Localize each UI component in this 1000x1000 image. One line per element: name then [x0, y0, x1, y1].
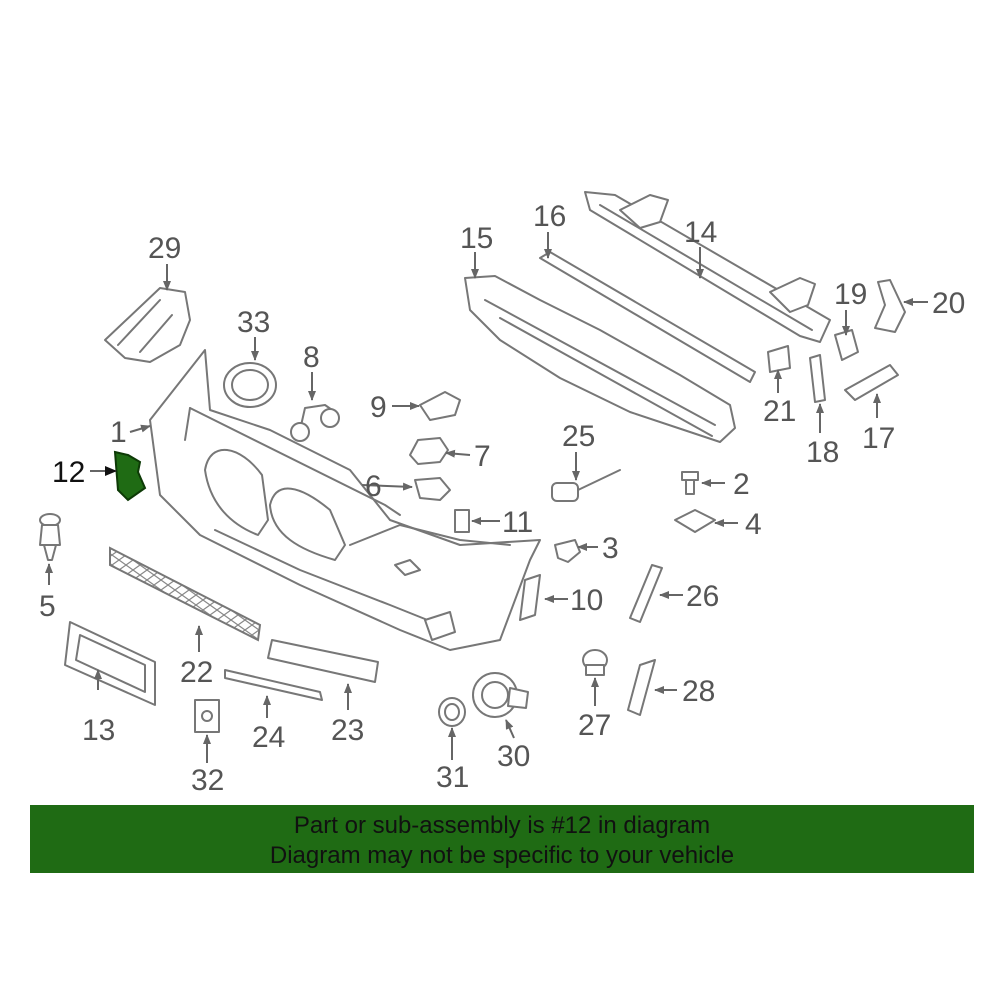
callout-33: 33: [237, 306, 270, 339]
part-14-bumper-carrier: [584, 191, 831, 343]
part-32-plate: [194, 699, 220, 733]
part-5-push-clip: [39, 513, 61, 561]
part-15-energy-absorber: [464, 275, 736, 443]
info-banner: Part or sub-assembly is #12 in diagram D…: [30, 805, 974, 873]
callout-12: 12: [52, 456, 85, 489]
callout-2: 2: [733, 468, 750, 501]
callout-31: 31: [436, 761, 469, 794]
part-22-lower-grille: [109, 546, 262, 642]
callout-17: 17: [862, 422, 895, 455]
callout-3: 3: [602, 532, 619, 565]
callout-8: 8: [303, 341, 320, 374]
callout-29: 29: [148, 232, 181, 265]
part-25-sensor: [551, 469, 621, 502]
part-30-sensor: [472, 672, 529, 718]
parts-diagram: 1 2 3 4 5 6 7 8 9 10 11 12 13 14 15 16 1…: [39, 191, 965, 797]
part-11-clip: [454, 509, 470, 533]
part-24-molding: [224, 669, 323, 701]
callout-23: 23: [331, 714, 364, 747]
part-7-bracket: [409, 437, 449, 465]
banner-part-line: Part or sub-assembly is #12 in diagram: [293, 812, 711, 839]
part-17-trim: [844, 364, 899, 401]
callout-11: 11: [502, 506, 533, 539]
part-2-screw: [681, 471, 699, 495]
callout-labels: 1 2 3 4 5 6 7 8 9 10 11 12 13 14 15 16 1…: [39, 200, 965, 797]
callout-20: 20: [932, 287, 965, 320]
part-29-air-deflector: [104, 287, 191, 363]
callout-27: 27: [578, 709, 611, 742]
part-28-bracket: [627, 659, 656, 716]
part-8-bracket: [290, 404, 340, 442]
part-27-sensor: [582, 649, 608, 676]
callout-4: 4: [745, 508, 762, 541]
part-31-cap: [438, 697, 466, 727]
part-6-holder: [414, 477, 451, 501]
part-4-nut-plate: [674, 509, 716, 533]
part-18-bracket: [809, 354, 826, 403]
callout-28: 28: [682, 675, 715, 708]
callout-1: 1: [110, 416, 127, 449]
part-23-trim-strip: [267, 639, 379, 683]
part-20-bracket: [874, 279, 906, 333]
part-10-bracket: [519, 574, 541, 621]
callout-18: 18: [806, 436, 839, 469]
part-13-license-plate-bracket: [64, 621, 156, 706]
part-26-trim: [629, 564, 663, 623]
callout-14: 14: [684, 216, 717, 249]
callout-22: 22: [180, 656, 213, 689]
callout-21: 21: [763, 395, 796, 428]
callout-7: 7: [474, 440, 491, 473]
callout-25: 25: [562, 420, 595, 453]
part-9-cover-cap: [419, 391, 461, 421]
leader-lines: [45, 232, 928, 763]
part-1-bumper-cover: [149, 349, 541, 651]
banner-disclaimer-line: Diagram may not be specific to your vehi…: [269, 842, 735, 869]
callout-5: 5: [39, 590, 56, 623]
callout-32: 32: [191, 764, 224, 797]
callout-16: 16: [533, 200, 566, 233]
callout-13: 13: [82, 714, 115, 747]
callout-9: 9: [370, 391, 387, 424]
callout-19: 19: [834, 278, 867, 311]
part-33-emblem: [223, 362, 277, 408]
part-3-clip: [554, 539, 581, 563]
callout-30: 30: [497, 740, 530, 773]
part-12-bracket-highlighted: [113, 450, 147, 502]
callout-6: 6: [365, 470, 382, 503]
callout-15: 15: [460, 222, 493, 255]
part-21-bracket: [767, 345, 791, 373]
callout-24: 24: [252, 721, 285, 754]
callout-10: 10: [570, 584, 603, 617]
callout-26: 26: [686, 580, 719, 613]
